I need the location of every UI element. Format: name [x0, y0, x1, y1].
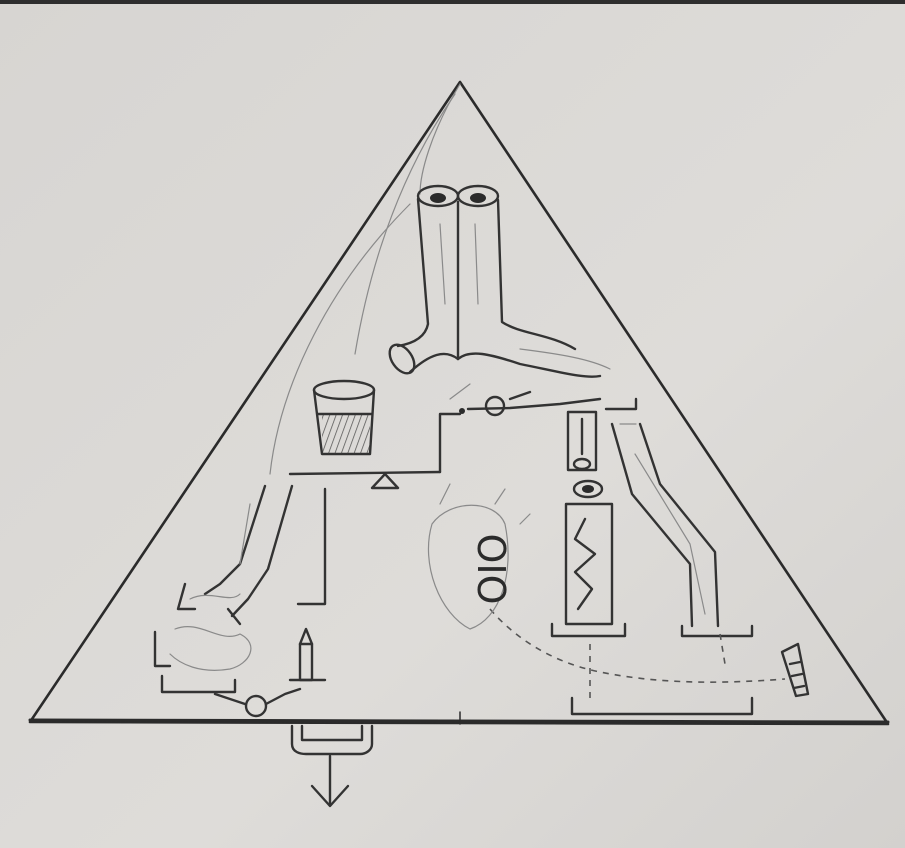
pyramid-outline	[28, 80, 890, 726]
seesaw-lever	[288, 412, 462, 490]
bracket-top-right	[604, 397, 638, 425]
bucket	[312, 379, 376, 456]
small-tube	[566, 410, 598, 472]
slanted-chute	[610, 422, 720, 628]
right-tray	[680, 624, 754, 638]
center-glyphs: OIO	[427, 483, 531, 630]
tall-tube	[550, 479, 627, 638]
binocular-tube	[388, 184, 611, 378]
output-cup	[290, 724, 374, 756]
pendulum-ball	[213, 687, 302, 718]
oio-label: OIO	[469, 533, 513, 604]
right-post	[780, 642, 810, 698]
candle	[288, 627, 327, 682]
paper-background	[0, 4, 905, 848]
left-container	[153, 582, 252, 694]
down-arrow-icon	[310, 754, 350, 808]
bottom-tray	[570, 696, 754, 716]
sketch-paper: OIO	[0, 4, 905, 848]
left-chute	[203, 484, 327, 618]
ball-ramp	[449, 383, 602, 417]
dashed-paths	[489, 608, 786, 704]
faint-guide-lines	[269, 83, 461, 475]
